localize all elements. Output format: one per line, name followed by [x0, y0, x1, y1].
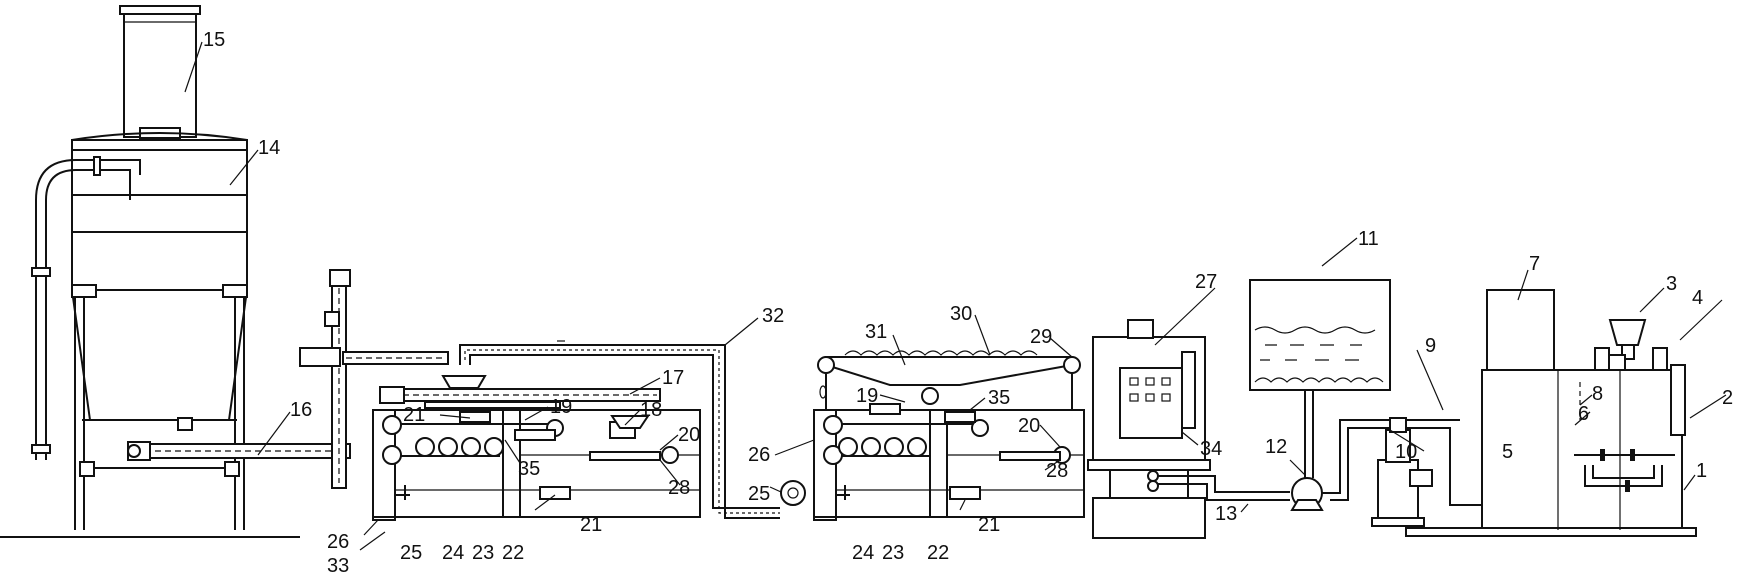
- label-23b: 23: [882, 542, 904, 564]
- label-20b: 20: [1018, 415, 1040, 437]
- label-16: 16: [290, 399, 312, 421]
- pump-and-pipe: [1158, 385, 1500, 511]
- label-28a: 28: [668, 477, 690, 499]
- label-30: 30: [950, 303, 972, 325]
- label-8: 8: [1592, 383, 1603, 405]
- label-21c: 21: [978, 514, 1000, 536]
- label-10: 10: [1395, 441, 1417, 463]
- label-26a: 26: [327, 531, 349, 553]
- label-4: 4: [1692, 287, 1703, 309]
- label-22b: 22: [927, 542, 949, 564]
- label-9: 9: [1425, 335, 1436, 357]
- label-26b: 26: [748, 444, 770, 466]
- label-34: 34: [1200, 438, 1222, 460]
- label-22a: 22: [502, 542, 524, 564]
- air-duct: [459, 340, 806, 519]
- label-23a: 23: [472, 542, 494, 564]
- label-25b: 25: [748, 483, 770, 505]
- label-19b: 19: [856, 385, 878, 407]
- label-1: 1: [1696, 460, 1707, 482]
- dosing-tank: [1405, 289, 1697, 537]
- label-35a: 35: [518, 458, 540, 480]
- label-21a: 21: [403, 404, 425, 426]
- dryer-unit-1: [372, 375, 701, 521]
- leader-lines: [184, 41, 1727, 551]
- label-27: 27: [1195, 271, 1217, 293]
- label-6: 6: [1578, 403, 1589, 425]
- label-18: 18: [640, 399, 662, 421]
- label-32: 32: [762, 305, 784, 327]
- label-14: 14: [258, 137, 280, 159]
- silo-tank: [31, 5, 248, 530]
- label-7: 7: [1529, 253, 1540, 275]
- control-cabinet: [1087, 319, 1211, 539]
- label-28b: 28: [1046, 460, 1068, 482]
- label-29: 29: [1030, 326, 1052, 348]
- label-21b: 21: [580, 514, 602, 536]
- label-3: 3: [1666, 273, 1677, 295]
- vertical-screw-elevator: [299, 269, 449, 489]
- label-24a: 24: [442, 542, 464, 564]
- label-20a: 20: [678, 424, 700, 446]
- label-35b: 35: [988, 387, 1010, 409]
- label-11: 11: [1358, 228, 1379, 250]
- label-13: 13: [1215, 503, 1237, 525]
- label-33: 33: [327, 555, 349, 577]
- label-31: 31: [865, 321, 887, 343]
- storage-tank: [1249, 279, 1391, 391]
- label-19a: 19: [550, 396, 572, 418]
- label-24b: 24: [852, 542, 874, 564]
- label-12: 12: [1265, 436, 1287, 458]
- part-labels: 15 14 16 17 18 19 20 21 35 28 21 26 33 2…: [203, 29, 1733, 577]
- label-2: 2: [1722, 387, 1733, 409]
- label-5: 5: [1502, 441, 1513, 463]
- label-17: 17: [662, 367, 684, 389]
- horizontal-screw-conveyor: [127, 441, 351, 461]
- dryer-unit-2: [813, 350, 1085, 521]
- transfer-pump: [1371, 417, 1433, 527]
- label-25a: 25: [400, 542, 422, 564]
- label-15: 15: [203, 29, 225, 51]
